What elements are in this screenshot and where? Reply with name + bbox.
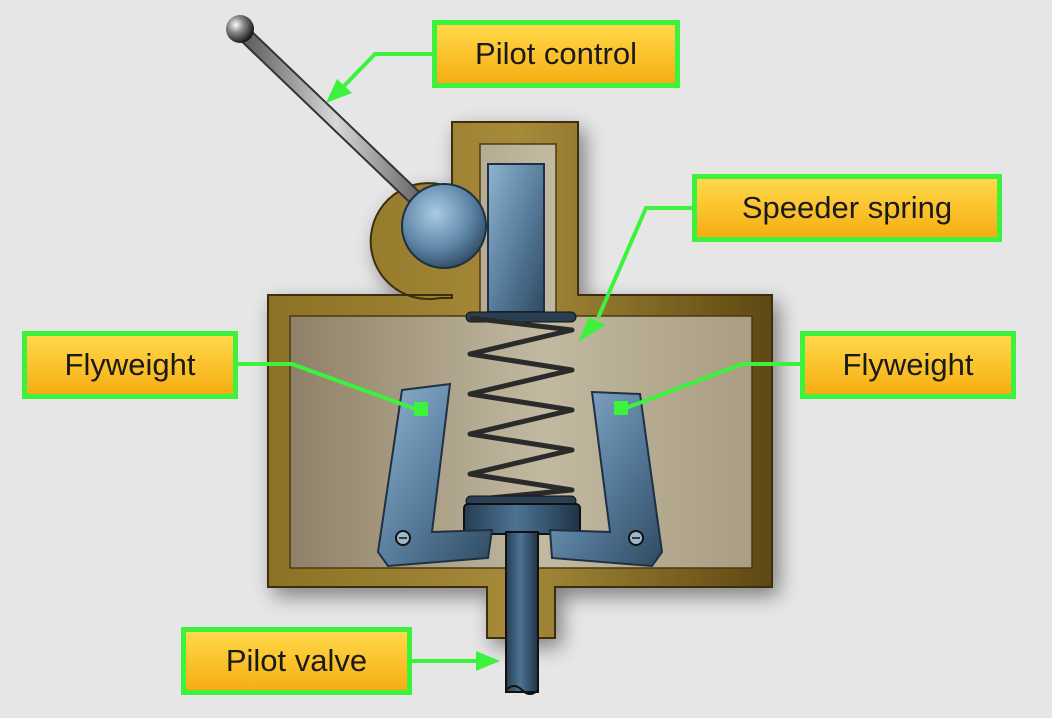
- lever-knob: [226, 15, 254, 43]
- label-flyweight-left: Flyweight: [22, 331, 238, 399]
- label-flyweight-right: Flyweight: [800, 331, 1016, 399]
- leader-flyweight-left: [238, 362, 419, 412]
- flyweight-left-part: [376, 382, 494, 568]
- speeder-rod: [487, 163, 545, 313]
- label-speeder-spring: Speeder spring: [692, 174, 1002, 242]
- leader-speeder-spring: [596, 206, 692, 319]
- leader-flyweight-right: [625, 362, 800, 410]
- label-pilot-control: Pilot control: [432, 20, 680, 88]
- pivot-disc: [401, 183, 487, 269]
- leader-pilot-control: [342, 52, 432, 88]
- pilot-valve-stem: [505, 531, 539, 693]
- leader-lines: [238, 52, 800, 671]
- label-pilot-valve: Pilot valve: [181, 627, 412, 695]
- speeder-spring-coil: [467, 315, 575, 503]
- flyweight-right-part: [548, 390, 664, 568]
